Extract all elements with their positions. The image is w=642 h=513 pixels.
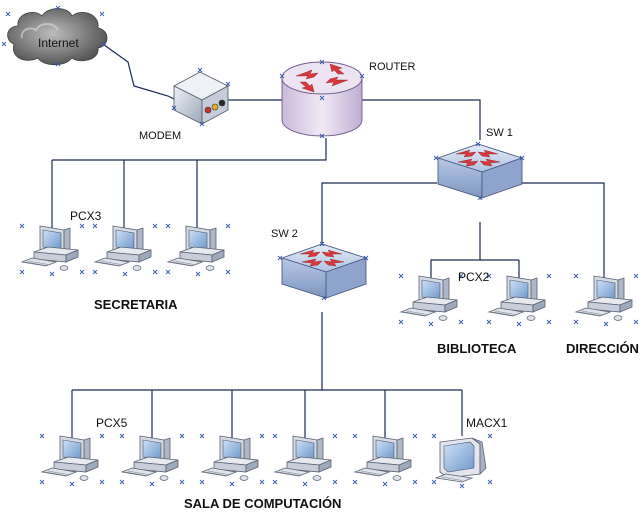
internet-modem-link: [99, 41, 177, 101]
router-label: ROUTER: [369, 61, 416, 73]
secretaria-label: SECRETARIA: [94, 297, 178, 312]
pc-icon-sala-4: [272, 433, 338, 487]
sw1-biblioteca-link: [430, 222, 481, 278]
switch-icon-sw2: [277, 241, 369, 301]
modem-icon: [171, 67, 231, 127]
sw1-direccion-link: [520, 182, 605, 278]
mac-icon-sala: [431, 433, 493, 489]
pc-icon-biblioteca-2: [486, 273, 552, 327]
macx1-label: MACX1: [466, 416, 508, 430]
pc-icon-sala-5: [352, 433, 418, 487]
switch-icon-sw1: [433, 141, 525, 201]
router-secretaria-link: [52, 138, 327, 161]
sala-label: SALA DE COMPUTACIÓN: [184, 496, 341, 511]
cloud-icon: [1, 5, 108, 67]
router-icon: [279, 59, 365, 139]
sw1-label: SW 1: [486, 127, 513, 139]
pcx2-label: PCX2: [458, 270, 490, 284]
direccion-label: DIRECCIÓN: [566, 341, 639, 356]
pc-icon-sala-2: [119, 433, 185, 487]
pc-icon-secretaria-1: [19, 223, 85, 277]
sw1-sw2-link: [321, 182, 437, 243]
pcx5-label: PCX5: [96, 416, 128, 430]
connections: [51, 41, 605, 438]
pc-icon-sala-1: [39, 433, 105, 487]
internet-label: Internet: [38, 36, 79, 50]
pc-icon-biblioteca-1: [398, 273, 464, 327]
pc-icon-secretaria-3: [165, 223, 231, 277]
pc-icon-direccion: [573, 273, 639, 327]
biblioteca-label: BIBLIOTECA: [437, 341, 517, 356]
pc-icon-secretaria-2: [92, 223, 158, 277]
pc-icon-sala-3: [199, 433, 265, 487]
modem-label: MODEM: [139, 130, 181, 142]
sw2-label: SW 2: [271, 228, 298, 240]
router-sw1-link: [362, 99, 481, 140]
pcx3-label: PCX3: [70, 209, 102, 223]
